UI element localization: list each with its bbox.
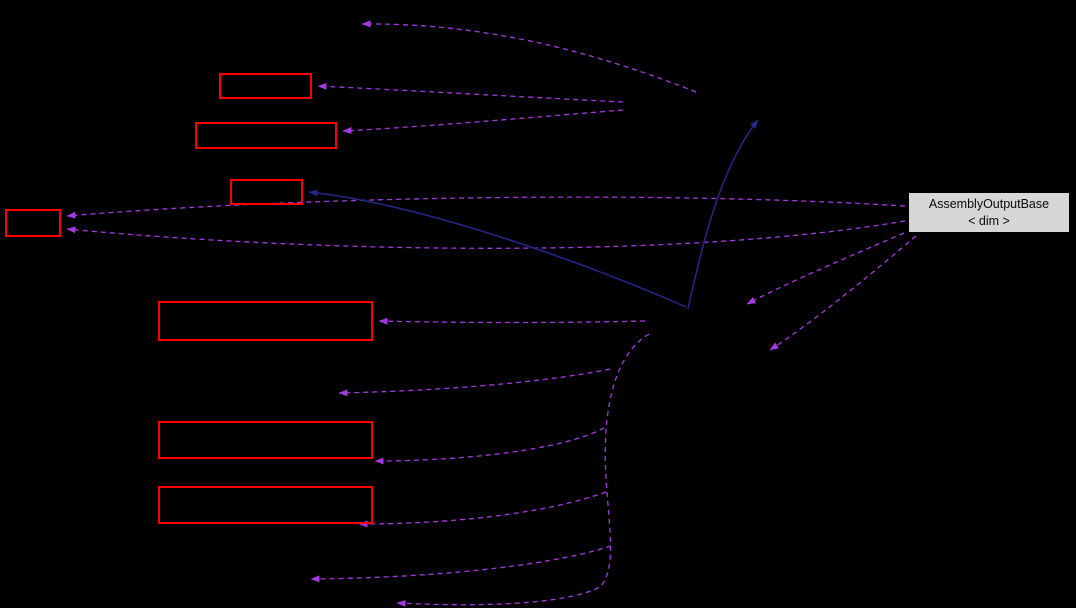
truncated-node-6[interactable] [158, 421, 373, 459]
inheritance-edge-up [687, 119, 759, 310]
truncated-node-3[interactable] [230, 179, 303, 205]
truncated-node-7[interactable] [158, 486, 373, 524]
usage-edge-to-node7 [358, 491, 607, 528]
usage-edge-main-to-node4-b [66, 220, 906, 249]
truncated-node-4[interactable] [5, 209, 61, 237]
truncated-node-2[interactable] [195, 122, 337, 149]
usage-edge-branch-1 [338, 368, 611, 397]
usage-edge-to-node6 [374, 427, 605, 465]
usage-edge-branch-2 [310, 545, 612, 583]
main-node-label-line1: AssemblyOutputBase [928, 197, 1050, 212]
main-node-label-line2: < dim > [968, 213, 1010, 228]
inheritance-edge-to-node3 [308, 189, 687, 308]
truncated-node-5[interactable] [158, 301, 373, 341]
usage-edge-main-to-node4-a [66, 196, 906, 219]
usage-edge-trunk-bottom [396, 333, 650, 607]
usage-edge-top-long [361, 20, 697, 93]
usage-edge-to-node5 [378, 317, 646, 325]
usage-edge-main-to-center-b [769, 235, 917, 351]
usage-edge-to-node1 [317, 82, 624, 103]
main-node-assembly-output-base: AssemblyOutputBase < dim > [908, 192, 1070, 233]
usage-edge-to-node2 [342, 109, 624, 135]
truncated-node-1[interactable] [219, 73, 312, 99]
usage-edge-main-to-center-a [746, 232, 905, 305]
